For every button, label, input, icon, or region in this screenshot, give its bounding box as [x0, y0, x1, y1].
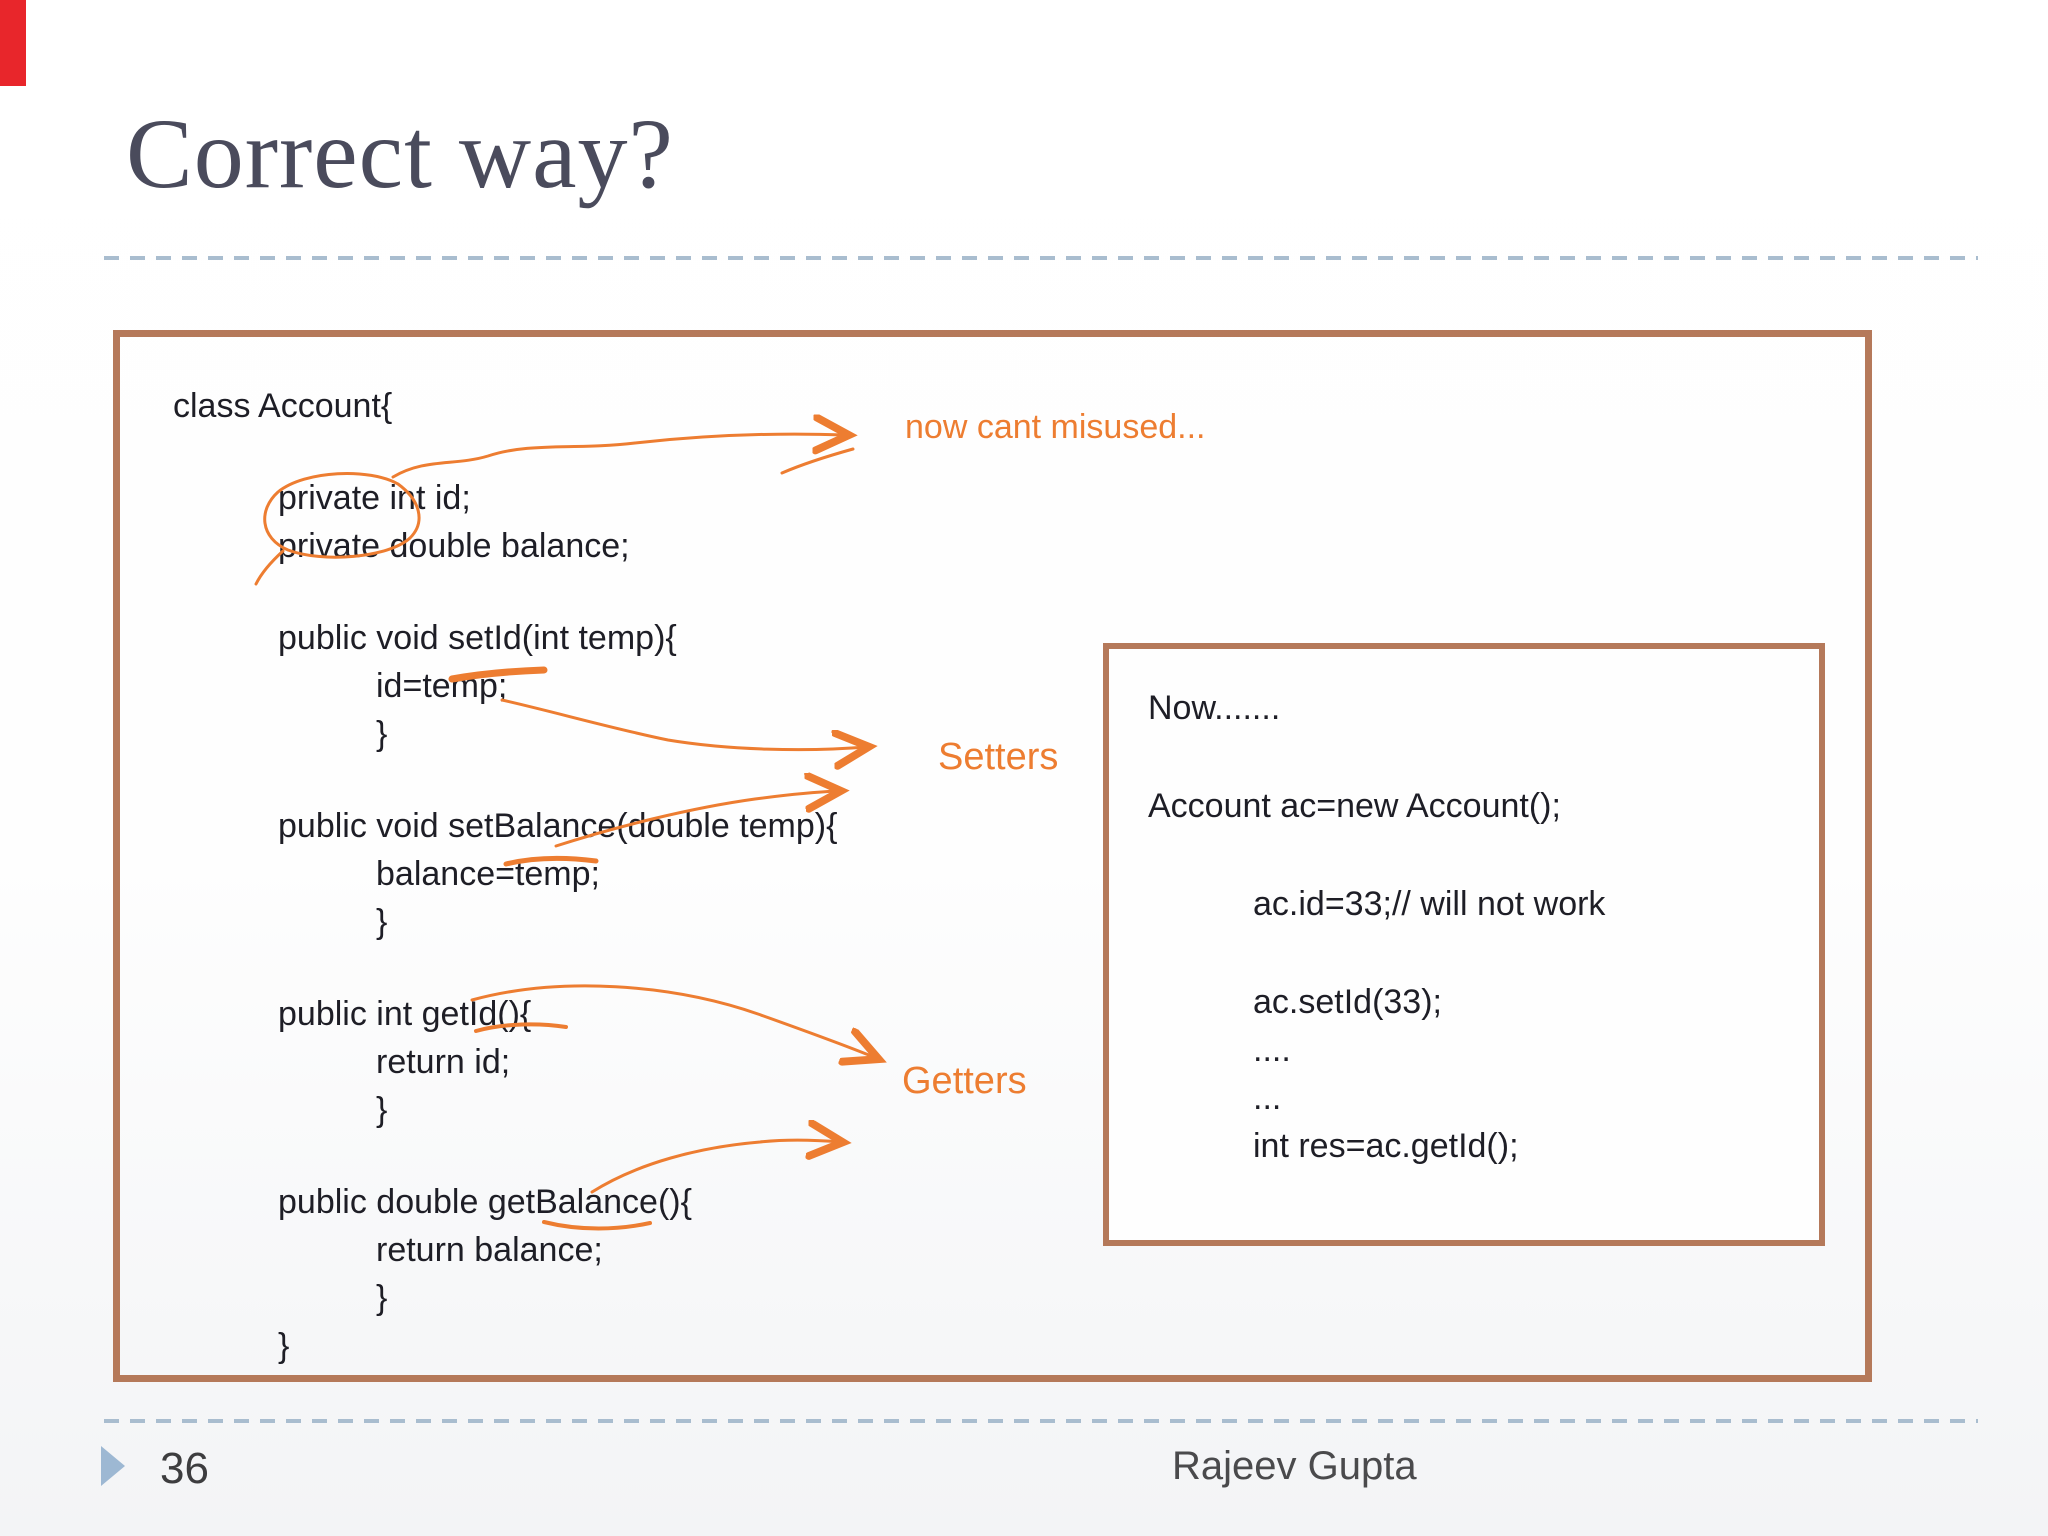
code-line: .... [1253, 1031, 1291, 1069]
code-line: private double balance; [278, 527, 630, 565]
code-line: return balance; [376, 1231, 603, 1269]
class-code-panel [113, 330, 1872, 1382]
code-line: private int id; [278, 479, 471, 517]
annotation-getters-label: Getters [902, 1060, 1027, 1102]
code-line: balance=temp; [376, 855, 600, 893]
usage-code-block: Now....... Account ac=new Account(); ac.id… [1148, 684, 1605, 1170]
class-code-block: class Account{ private int id; private dou… [173, 382, 837, 1370]
code-line: Account ac=new Account(); [1148, 787, 1561, 825]
code-line: id=temp; [376, 667, 508, 705]
code-line: } [376, 715, 388, 753]
code-line: } [278, 1327, 290, 1365]
annotation-setters-label: Setters [938, 736, 1059, 778]
usage-code-panel [1103, 643, 1825, 1246]
code-line: ... [1253, 1079, 1282, 1117]
code-line: int res=ac.getId(); [1253, 1127, 1519, 1165]
code-line: public void setBalance(double temp){ [278, 807, 838, 845]
code-line: class Account{ [173, 387, 393, 425]
annotation-misused-label: now cant misused... [905, 408, 1206, 446]
red-corner-marker [0, 0, 26, 86]
slide-title: Correct way? [126, 98, 674, 209]
code-line: ac.id=33;// will not work [1253, 885, 1606, 923]
code-line: public double getBalance(){ [278, 1183, 692, 1221]
code-line: } [376, 1091, 388, 1129]
code-line: Now....... [1148, 689, 1281, 727]
code-line: } [376, 1279, 388, 1317]
page-number-bullet-icon [101, 1446, 125, 1486]
code-line: public void setId(int temp){ [278, 619, 677, 657]
footer-divider [104, 1419, 1978, 1423]
code-line: return id; [376, 1043, 511, 1081]
code-line: ac.setId(33); [1253, 983, 1442, 1021]
page-number: 36 [160, 1444, 209, 1493]
code-line: } [376, 903, 388, 941]
code-line: public int getId(){ [278, 995, 532, 1033]
footer-author: Rajeev Gupta [1172, 1444, 1417, 1488]
title-divider [104, 256, 1978, 260]
